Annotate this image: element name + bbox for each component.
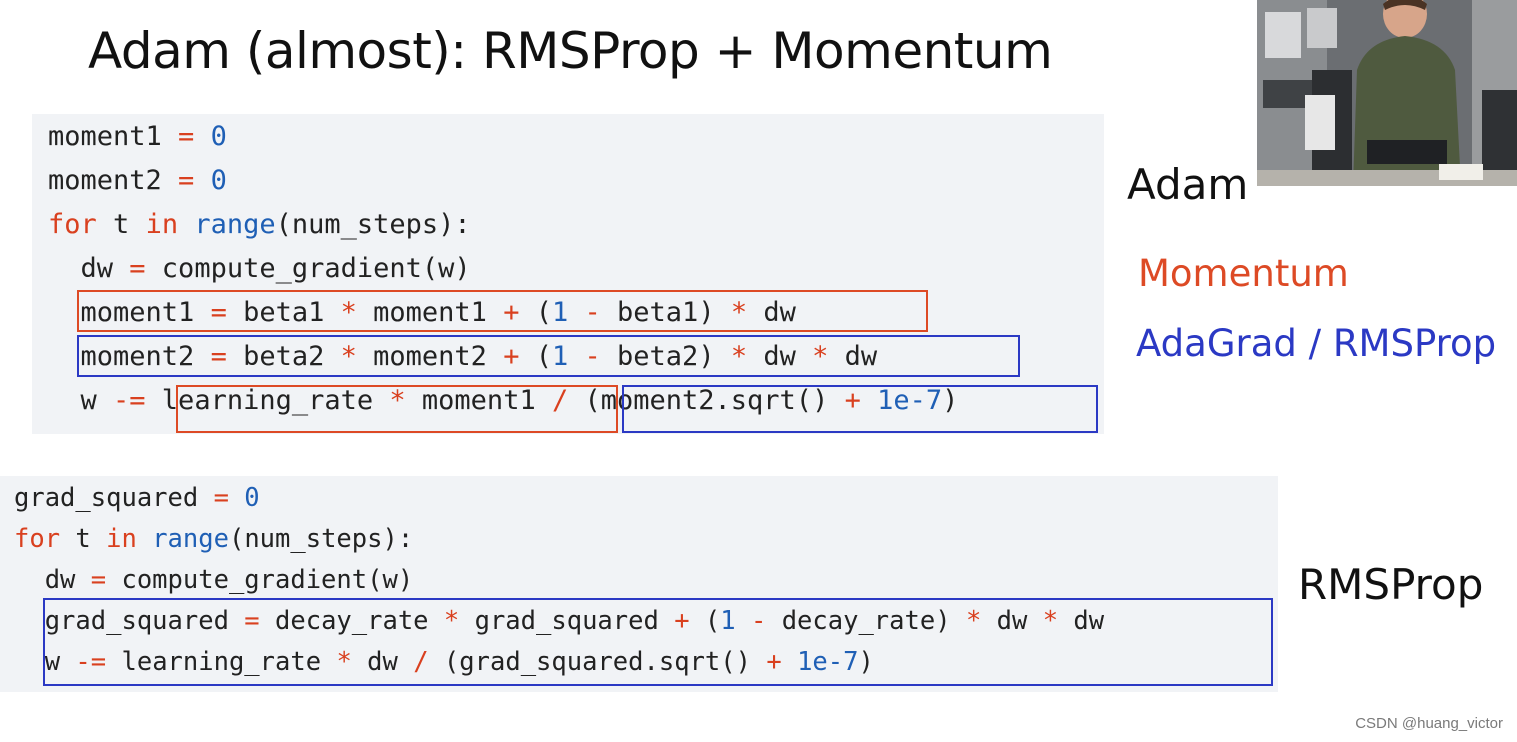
adam-label: Adam (1127, 160, 1249, 209)
adagrad-rmsprop-label: AdaGrad / RMSProp (1136, 322, 1497, 365)
code-line: for t in range(num_steps): (14, 524, 414, 554)
code-line: dw = compute_gradient(w) (48, 253, 471, 284)
lecturer-video-icon (1257, 0, 1517, 186)
code-line-moment1: moment1 = beta1 * moment1 + (1 - beta1) … (48, 297, 796, 328)
rmsprop-code-panel: grad_squared = 0 for t in range(num_step… (0, 476, 1278, 692)
slide-title: Adam (almost): RMSProp + Momentum (88, 22, 1053, 80)
watermark: CSDN @huang_victor (1355, 715, 1503, 732)
code-line: moment2 = 0 (48, 165, 227, 196)
code-line: moment1 = 0 (48, 121, 227, 152)
momentum-numerator-box (176, 385, 618, 433)
rmsprop-highlight-box (77, 335, 1020, 377)
rmsprop-denominator-box (622, 385, 1098, 433)
code-line-moment2: moment2 = beta2 * moment2 + (1 - beta2) … (48, 341, 878, 372)
code-line: dw = compute_gradient(w) (14, 565, 414, 595)
rmsprop-label: RMSProp (1298, 560, 1484, 609)
slide-title-rest: (almost): RMSProp + Momentum (230, 22, 1053, 80)
code-line: grad_squared = 0 (14, 483, 260, 513)
code-line-grad-squared: grad_squared = decay_rate * grad_squared… (14, 606, 1105, 636)
rmsprop-update-box (43, 598, 1273, 686)
code-line-update: w -= learning_rate * moment1 / (moment2.… (48, 385, 959, 416)
momentum-highlight-box (77, 290, 928, 332)
momentum-label: Momentum (1138, 252, 1349, 295)
code-line: for t in range(num_steps): (48, 209, 471, 240)
slide-title-bold: Adam (88, 22, 231, 80)
code-line-update: w -= learning_rate * dw / (grad_squared.… (14, 647, 874, 677)
lecturer-video-inset (1257, 0, 1517, 186)
adam-code-panel: moment1 = 0 moment2 = 0 for t in range(n… (32, 114, 1104, 434)
